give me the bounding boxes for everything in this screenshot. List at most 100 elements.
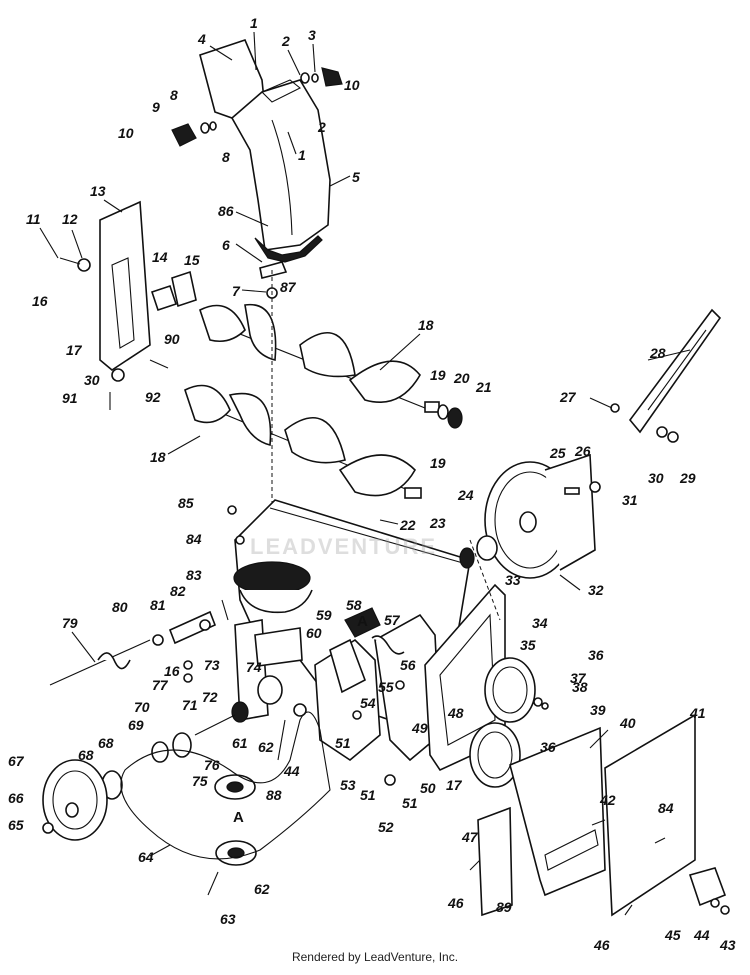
leader-lines <box>39 31 691 857</box>
label-18: 18 <box>418 317 434 333</box>
housing-neck <box>239 589 313 614</box>
label-48: 48 <box>447 705 464 721</box>
label-50: 50 <box>420 780 436 796</box>
label-63: 63 <box>220 911 236 927</box>
label-76: 76 <box>204 757 220 773</box>
leader-line <box>559 574 581 591</box>
label-67: 67 <box>8 753 25 769</box>
label-20: 20 <box>453 370 470 386</box>
pulley-groove <box>492 666 528 714</box>
bearing-72 <box>231 701 249 723</box>
label-40: 40 <box>619 715 636 731</box>
bearing-housing-15 <box>171 270 197 308</box>
label-36: 36 <box>540 739 556 755</box>
label-17: 17 <box>446 777 463 793</box>
label-33: 33 <box>505 572 521 588</box>
label-30: 30 <box>648 470 664 486</box>
leader-line <box>589 729 609 749</box>
label-2: 2 <box>281 33 290 49</box>
nut-38 <box>541 702 549 710</box>
auger-flight <box>244 303 277 362</box>
label-15: 15 <box>184 252 200 268</box>
plate-40-rail <box>544 829 599 871</box>
label-11: 11 <box>26 211 41 227</box>
label-36: 36 <box>588 647 604 663</box>
bearing-23 <box>459 547 475 569</box>
label-64: 64 <box>138 849 154 865</box>
label-32: 32 <box>588 582 604 598</box>
auger-housing <box>233 499 471 762</box>
nut-55 <box>395 680 405 690</box>
label-81: 81 <box>150 597 166 613</box>
label-12: 12 <box>62 211 78 227</box>
label-8: 8 <box>170 87 178 103</box>
label-25: 25 <box>549 445 566 461</box>
arm-58 <box>344 607 381 638</box>
bolt-88 <box>277 719 286 761</box>
label-54: 54 <box>360 695 376 711</box>
label-4: 4 <box>197 31 206 47</box>
washer <box>200 122 210 134</box>
housing-opening <box>233 561 311 595</box>
bolt-46 <box>469 859 481 871</box>
plate-41 <box>604 713 696 917</box>
label-1: 1 <box>298 147 306 163</box>
label-53: 53 <box>340 777 356 793</box>
label-21: 21 <box>475 379 492 395</box>
housing-bracket-53 <box>314 638 381 761</box>
nut-29 <box>667 431 679 443</box>
side-plate-cutout <box>439 613 496 746</box>
housing-edge <box>269 507 471 566</box>
nut-80 <box>152 634 164 646</box>
label-42: 42 <box>599 792 616 808</box>
label-27: 27 <box>559 389 577 405</box>
label-70: 70 <box>134 699 150 715</box>
leader-line <box>287 131 297 155</box>
nut-51 <box>384 774 396 786</box>
label-62: 62 <box>254 881 270 897</box>
idler-arm-59 <box>329 638 366 694</box>
label-29: 29 <box>679 470 696 486</box>
nut-43 <box>720 905 730 915</box>
label-31: 31 <box>622 492 638 508</box>
chute-assembly <box>171 39 343 299</box>
label-30: 30 <box>84 372 100 388</box>
chute-clamp <box>259 261 288 279</box>
label-61: 61 <box>232 735 248 751</box>
leader-line <box>209 45 233 61</box>
label-19: 19 <box>430 367 446 383</box>
belt-64 <box>120 711 331 860</box>
chute-knob <box>171 123 197 147</box>
chute-seam <box>271 119 293 236</box>
bolt-42 <box>591 819 606 826</box>
washer <box>300 72 310 84</box>
washer-20 <box>437 404 449 420</box>
label-66: 66 <box>8 790 24 806</box>
leader-line <box>71 631 96 663</box>
lower-auger <box>184 384 422 499</box>
label-41: 41 <box>689 705 706 721</box>
bushing-82 <box>199 619 211 631</box>
nut-65 <box>42 822 54 834</box>
reference-letter-a: A <box>233 809 244 826</box>
label-55: 55 <box>378 679 394 695</box>
label-71: 71 <box>182 697 198 713</box>
label-82: 82 <box>170 583 186 599</box>
bracket-74 <box>254 627 303 667</box>
rendered-by-footer: Rendered by LeadVenture, Inc. <box>291 950 459 964</box>
label-59: 59 <box>316 607 332 623</box>
leader-line <box>241 289 267 293</box>
bracket-45 <box>688 867 727 907</box>
label-77: 77 <box>152 677 169 693</box>
auger-flight <box>299 331 356 378</box>
auger-flight <box>284 416 346 464</box>
drive-components <box>42 505 405 896</box>
label-23: 23 <box>429 515 446 531</box>
label-51: 51 <box>402 795 418 811</box>
label-68: 68 <box>98 735 114 751</box>
label-19: 19 <box>430 455 446 471</box>
label-74: 74 <box>246 659 262 675</box>
label-80: 80 <box>112 599 128 615</box>
label-51: 51 <box>360 787 376 803</box>
